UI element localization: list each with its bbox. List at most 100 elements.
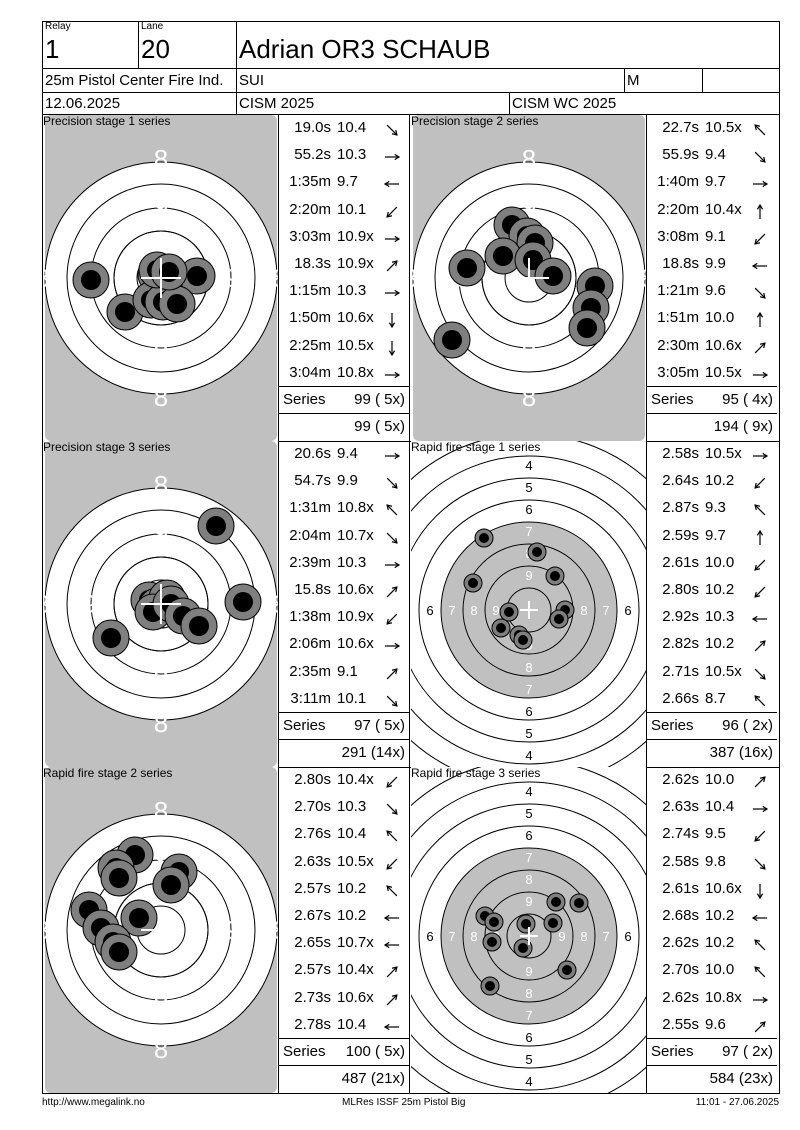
ring-label: 8 <box>580 929 587 944</box>
shot-value: 10.4 <box>337 1015 367 1033</box>
svg-text:7: 7 <box>522 435 536 441</box>
shot-time: 3:11m <box>290 689 331 707</box>
shot-time: 2.82s <box>662 635 699 653</box>
shot-value: 10.1 <box>337 200 367 218</box>
shot-hole <box>557 960 577 980</box>
svg-text:8: 8 <box>522 382 536 412</box>
shot-value: 10.3 <box>337 798 367 816</box>
shot-time: 20.6s <box>294 445 331 462</box>
running-total: 194 ( 9x) <box>713 418 773 435</box>
svg-text:9: 9 <box>154 661 168 691</box>
shot-time: 18.3s <box>294 255 331 272</box>
ring-label: 9 <box>492 603 499 618</box>
shot-value: 10.2 <box>705 934 735 952</box>
stage-title: Rapid fire stage 3 series <box>411 767 541 780</box>
arrow-up-right-icon <box>386 667 398 679</box>
shot-value: 10.9x <box>337 255 374 272</box>
shot-value: 10.5x <box>705 363 742 381</box>
shot-hole <box>480 976 500 996</box>
shot-value: 10.9x <box>337 608 374 626</box>
shot-time: 22.7s <box>662 119 699 136</box>
shot-time: 2.65s <box>294 934 331 952</box>
ring-label: 6 <box>426 929 433 944</box>
arrow-down-right-icon <box>754 858 766 870</box>
running-total-row: 487 (21x) <box>279 1066 409 1093</box>
shot-time: 1:31m <box>289 499 331 517</box>
arrow-down-left-icon <box>754 559 766 571</box>
match-name: CISM WC 2025 <box>512 95 617 112</box>
lane-label: Lane <box>141 21 164 32</box>
shot-value: 10.2 <box>337 879 367 897</box>
svg-text:8: 8 <box>154 382 168 412</box>
arrow-down-right-icon <box>754 151 766 163</box>
shot-value: 9.7 <box>337 173 358 191</box>
ring-label: 9 <box>558 929 565 944</box>
shot-time: 3:05m <box>657 363 699 381</box>
shot-value: 10.7x <box>337 526 374 544</box>
svg-text:8: 8 <box>154 708 168 738</box>
arrow-up-right-icon <box>754 640 766 652</box>
shot-value: 10.6x <box>337 309 374 327</box>
shot-hole <box>158 285 196 323</box>
shot-value: 9.6 <box>705 1015 726 1033</box>
ring-label: 8 <box>525 660 532 675</box>
arrow-right-icon <box>385 643 401 650</box>
arrow-right-icon <box>753 371 769 378</box>
arrow-right-icon <box>753 996 769 1003</box>
arrow-down-left-icon <box>754 477 766 489</box>
shot-value: 9.9 <box>337 472 358 490</box>
svg-text:8: 8 <box>43 915 49 945</box>
arrow-down-right-icon <box>754 668 766 680</box>
ring-label: 7 <box>525 682 532 697</box>
shot-value: 10.5x <box>337 852 374 870</box>
shot-row: 2.57s 10.2 <box>279 876 409 903</box>
shot-value: 10.2 <box>705 581 735 598</box>
ring-label: 6 <box>426 603 433 618</box>
series-score: 99 ( 5x) <box>354 391 405 408</box>
shot-value: 9.6 <box>705 282 726 300</box>
running-total: 99 ( 5x) <box>354 418 405 435</box>
shot-time: 2.92s <box>662 608 699 626</box>
shot-hole <box>433 321 471 359</box>
arrow-right-icon <box>385 561 401 568</box>
ring-label: 8 <box>525 872 532 887</box>
shot-value: 10.0 <box>705 961 735 979</box>
shot-value: 10.9x <box>337 227 374 245</box>
shot-time: 2.62s <box>662 934 699 952</box>
competition-name: CISM 2025 <box>239 95 315 112</box>
arrow-left-icon <box>383 942 399 949</box>
stage-title: Precision stage 2 series <box>411 115 539 128</box>
shot-time: 2.80s <box>294 771 331 788</box>
arrow-up-right-icon <box>386 966 398 978</box>
shot-time: 2.57s <box>294 879 331 897</box>
stage-title: Precision stage 1 series <box>43 115 171 128</box>
shot-time: 2.63s <box>294 852 331 870</box>
shot-hole <box>178 257 216 295</box>
shot-time: 2.71s <box>662 662 699 680</box>
shot-value: 10.6x <box>337 988 374 1006</box>
group-center-cross <box>141 584 181 624</box>
shot-hole <box>463 573 483 593</box>
svg-text:9: 9 <box>154 335 168 365</box>
shot-time: 1:38m <box>289 608 331 626</box>
shot-value: 9.1 <box>337 662 358 680</box>
arrow-up-right-icon <box>754 776 766 788</box>
shot-time: 2.55s <box>662 1015 699 1033</box>
svg-text:9: 9 <box>154 987 168 1017</box>
arrow-down-icon <box>388 340 396 356</box>
shot-value: 8.7 <box>705 689 726 707</box>
arrow-down-left-icon <box>386 613 398 625</box>
shot-row: 2.55s 9.6 <box>647 1012 777 1039</box>
shot-time: 2.70s <box>294 798 331 816</box>
